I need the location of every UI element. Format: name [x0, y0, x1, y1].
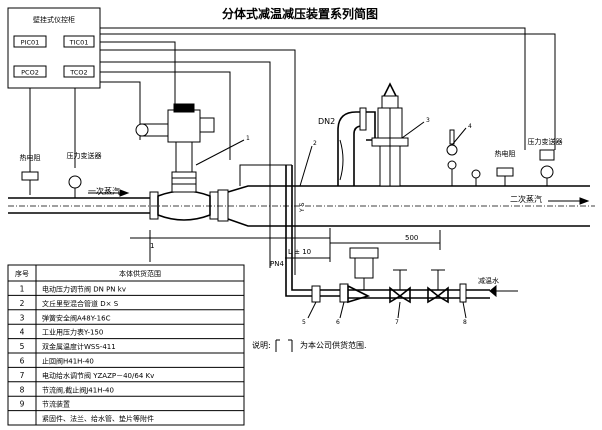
dim-1-label: 1 — [150, 242, 154, 250]
right-pressure-label: 压力变送器 — [528, 137, 563, 146]
dim-ys-label: Y S — [299, 202, 306, 213]
table-row-description: 电动压力调节阀 DN PN kv — [42, 285, 126, 294]
table-row-description: 紧固件、法兰、给水管、垫片等附件 — [42, 414, 154, 423]
table-row-description: 节流阀,截止阀J41H-40 — [42, 385, 114, 394]
callout-3: 3 — [426, 117, 430, 124]
pn-label: PN4 — [270, 260, 284, 268]
primary-steam-label: 一次蒸汽 — [88, 186, 120, 196]
callout-2: 2 — [313, 140, 317, 147]
right-thermo-resistor — [496, 167, 514, 177]
control-cabinet: 壁挂式仪控柜 PIC01 TIC01 PCO2 TCO2 — [7, 7, 101, 89]
pressure-gauge — [446, 144, 458, 156]
dim-500-label: 500 — [405, 234, 418, 242]
diagram-title: 分体式减温减压装置系列简图 — [222, 6, 378, 21]
left-thermo-label: 热电阻 — [20, 153, 41, 162]
instrument-tic01 — [63, 35, 95, 48]
callout-1: 1 — [246, 135, 250, 142]
dimensions: 1 L ± 10 500 Y S — [130, 202, 441, 262]
table-row-number: 4 — [20, 328, 25, 337]
left-thermo-resistor — [21, 171, 39, 181]
table-row-description: 节流装置 — [42, 400, 70, 409]
table-row-description: 工业用压力表Y-150 — [42, 328, 103, 337]
table-header-desc: 本体供货范围 — [119, 269, 161, 278]
scope-table: 序号 本体供货范围 1 电动压力调节阀 DN PN kv 2 文丘里型混合管道 D× … — [7, 264, 245, 426]
dn-label: DN2 — [318, 117, 335, 126]
table-row-number: 1 — [20, 285, 25, 294]
left-pressure-label: 压力变送器 — [67, 151, 102, 160]
instrument-tco2 — [63, 65, 95, 78]
table-row-number: 3 — [20, 313, 25, 322]
table-row-description: 止回阀H41H-40 — [42, 357, 94, 366]
note-prefix: 说明: — [252, 340, 271, 350]
callout-4: 4 — [468, 123, 472, 130]
table-row-description: 双金属温度计WSS-411 — [42, 342, 116, 351]
callout-8: 8 — [463, 319, 467, 326]
cabinet-label: 壁挂式仪控柜 — [33, 15, 75, 24]
water-inlet-label: 减温水 — [478, 276, 499, 285]
table-row-number: 9 — [20, 400, 25, 409]
note-text: 为本公司供货范围. — [300, 340, 367, 350]
table-row-number: 6 — [20, 357, 25, 366]
instrument-pic01 — [13, 35, 47, 48]
table-row-number: 5 — [20, 342, 25, 351]
water-line: PN4 减温水 — [270, 165, 518, 304]
signal-lines — [29, 27, 556, 275]
primary-steam-pipe: 一次蒸汽 — [8, 186, 150, 214]
left-instruments: 热电阻 压力变送器 — [20, 151, 102, 198]
secondary-steam-label: 二次蒸汽 — [510, 194, 542, 204]
instrument-label-tco2: TCO2 — [69, 69, 87, 77]
note: 说明: 为本公司供货范围. — [252, 339, 367, 352]
instrument-label-pco2: PCO2 — [21, 69, 39, 77]
safety-valve-assembly: DN2 — [318, 82, 409, 187]
right-thermo-label: 热电阻 — [495, 149, 516, 158]
instrument-label-tic01: TIC01 — [69, 39, 89, 47]
callout-5: 5 — [302, 319, 306, 326]
instrument-label-pic01: PIC01 — [21, 39, 40, 47]
table-row-description: 弹簧安全阀A48Y-16C — [42, 313, 111, 322]
table-row-number: 8 — [20, 385, 25, 394]
callout-7: 7 — [395, 319, 399, 326]
pressure-regulating-valve — [135, 103, 219, 221]
table-row-number: 7 — [20, 371, 25, 380]
callout-6: 6 — [336, 319, 340, 326]
table-row-description: 电动给水调节阀 YZAZP－40/64 Kv — [42, 371, 154, 380]
table-row-description: 文丘里型混合管道 D× S — [42, 299, 119, 308]
thermometer — [471, 169, 481, 179]
right-instruments: 热电阻 压力变送器 — [446, 129, 563, 186]
part-number-callouts: 1 2 3 4 5 6 7 8 — [195, 117, 472, 326]
table-row-number: 2 — [20, 299, 25, 308]
table-header-no: 序号 — [15, 269, 29, 278]
right-pressure-transmitter — [540, 165, 554, 179]
dim-l-label: L ± 10 — [288, 248, 311, 256]
left-pressure-transmitter — [68, 175, 82, 189]
instrument-pco2 — [13, 65, 47, 78]
